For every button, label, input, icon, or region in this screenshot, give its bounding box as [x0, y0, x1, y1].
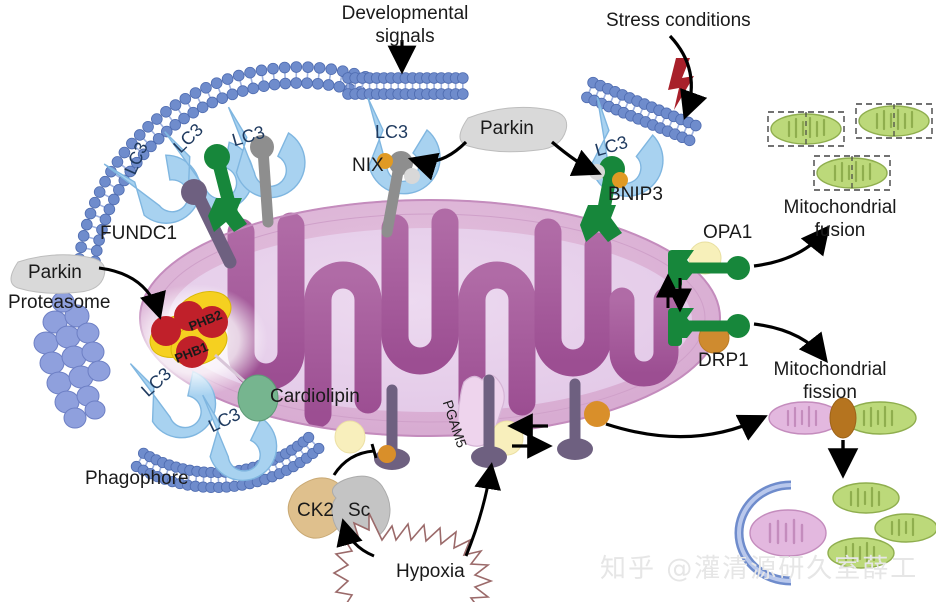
label-sc: Sc: [348, 500, 371, 521]
fusion-mito-1: [767, 111, 845, 147]
parkin-pill-left: [10, 254, 106, 294]
fission-dividing-mito: [768, 397, 917, 439]
lc3-nix: [367, 97, 441, 195]
purple-stalk-a: [374, 384, 410, 470]
purple-stalk-b: [557, 378, 610, 460]
arrow-stress-conditions: [668, 34, 708, 121]
label-opa1: OPA1: [703, 222, 753, 243]
arrow-opa1-to-fusion: [753, 225, 831, 268]
lc3-grey-receptor: [227, 106, 306, 199]
grey-receptor-left: [250, 135, 274, 228]
label-fundc1: FUNDC1: [100, 223, 178, 244]
label-mitochondrial-fusion: Mitochondrial fusion: [783, 197, 897, 241]
label-stress-conditions: Stress conditions: [606, 10, 751, 31]
label-cardiolipin: Cardiolipin: [270, 386, 360, 407]
label-hypoxia: Hypoxia: [396, 561, 465, 582]
label-proteasome: Proteasome: [8, 292, 111, 313]
label-mitochondrial-fission: Mitochondrial fission: [773, 359, 887, 403]
label-phagophore: Phagophore: [85, 468, 189, 489]
green-receptor-left: [204, 144, 247, 232]
arrow-parkin-to-bnip3: [550, 140, 602, 177]
opa1-complex: [668, 241, 750, 288]
equilibrium-arrows-vertical: [656, 273, 692, 313]
arrow-hypoxia-to-ck2: [336, 518, 375, 558]
label-bnip3: BNIP3: [608, 184, 663, 205]
free-mitochondrion-1: [832, 482, 900, 514]
fusion-mito-3: [813, 155, 891, 191]
label-drp1: DRP1: [698, 350, 749, 371]
ck2-target-blob: [334, 420, 366, 454]
free-mitochondrion-3: [827, 537, 895, 569]
parkin-pill-top: [459, 106, 568, 153]
free-mitochondrion-2: [874, 513, 936, 543]
phagophore-top-center: [342, 72, 469, 100]
label-lc3-nix: LC3: [375, 122, 409, 142]
watermark: 知乎 @灌清源研久室薛工: [600, 554, 919, 584]
central-mitochondrion: [139, 199, 721, 437]
engulfed-mitochondrion: [734, 480, 827, 586]
label-developmental-signals: Developmental signals: [341, 3, 469, 47]
label-nix: NIX: [352, 155, 384, 176]
proteasome: [33, 291, 111, 429]
phagophore-top-left: [73, 61, 372, 268]
label-ck2: CK2: [297, 500, 334, 521]
arrow-ck2-to-stalk: [332, 443, 378, 476]
label-parkin-top: Parkin: [480, 118, 534, 139]
drp1-complex: [668, 308, 750, 354]
lc3-cardiolipin: [202, 394, 278, 482]
lightning-bolt-icon: [668, 58, 694, 110]
arrow-drp1-to-fission: [753, 322, 828, 364]
hypoxia-starburst: [332, 512, 494, 602]
label-parkin-left: Parkin: [28, 262, 82, 283]
arrow-stalk-to-fission: [605, 414, 768, 441]
arrow-hypoxia-to-pgam5: [464, 462, 502, 557]
lc3-fundc1: [103, 154, 201, 224]
equilibrium-arrows-horizontal: [507, 413, 553, 459]
fusion-mito-2: [855, 103, 933, 139]
cardiolipin-blob: [237, 374, 279, 422]
arrow-parkin-to-nix: [407, 140, 468, 181]
arrow-parkin-to-phb: [98, 266, 166, 320]
